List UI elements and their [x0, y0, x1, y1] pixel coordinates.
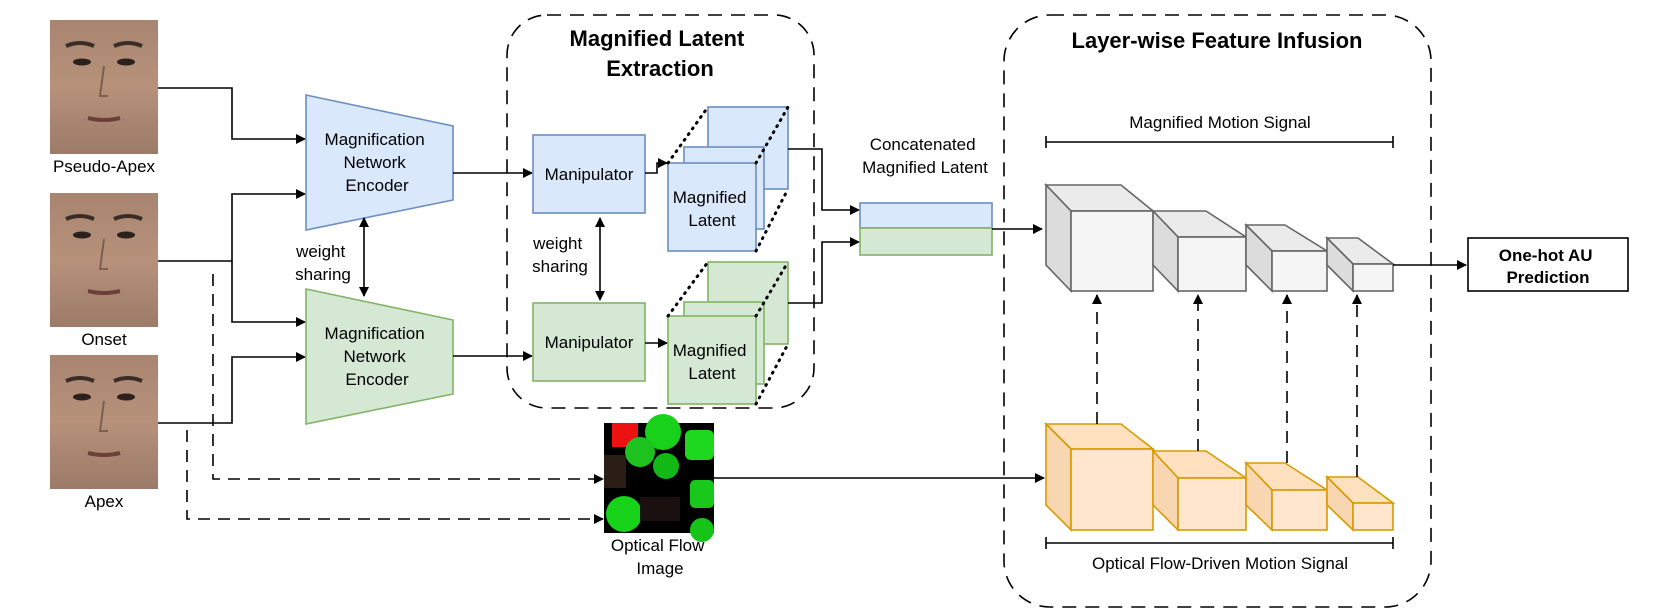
manipulator-green-label: Manipulator: [545, 333, 634, 352]
arrow-latent-green-to-concat: [788, 237, 860, 304]
manipulator-green: [532, 302, 646, 382]
gray-cube-1: [1044, 183, 1156, 293]
arrow-latent-blue-to-concat: [788, 148, 860, 215]
label-onset: Onset: [81, 330, 127, 349]
dashed-connectors-to-optical-flow: [186, 274, 604, 524]
infusion-title: Layer-wise Feature Infusion: [1072, 28, 1363, 53]
manipulator-blue-label: Manipulator: [545, 165, 634, 184]
encoder-blue: [305, 94, 454, 231]
latent-green-label: Magnified Latent: [673, 341, 751, 383]
concat-bar-blue: [859, 202, 993, 229]
manipulator-blue: [532, 134, 646, 214]
orange-cube-1: [1044, 422, 1156, 532]
optical-flow-label: Optical Flow Image: [611, 536, 709, 578]
orange-cube-4: [1325, 475, 1396, 532]
orange-cube-2: [1151, 448, 1249, 532]
infusion-region: [1003, 14, 1432, 608]
concat-bar-green: [859, 227, 993, 256]
optical-signal-bracket: [1045, 537, 1394, 549]
gray-cube-2: [1151, 209, 1249, 293]
input-connectors: [158, 87, 306, 424]
encoder-blue-label: Magnification Network Encoder: [325, 130, 430, 195]
encoder-green: [305, 288, 454, 425]
weight-sharing-label-manipulators: weight sharing: [532, 234, 588, 276]
latent-stack-blue: [666, 105, 790, 253]
output-box: [1467, 237, 1629, 292]
magnified-signal-bracket: [1045, 136, 1394, 148]
latent-stack-green: [666, 260, 790, 406]
gray-cube-4: [1325, 236, 1396, 293]
label-pseudo-apex: Pseudo-Apex: [53, 157, 156, 176]
gray-cube-3: [1244, 223, 1330, 293]
extraction-title: Magnified Latent Extraction: [570, 26, 751, 81]
face-image-pseudo-apex: [50, 20, 158, 154]
magnified-feature-cubes: [1044, 183, 1396, 293]
face-image-onset: [50, 193, 158, 327]
output-label: One-hot AU Prediction: [1499, 246, 1598, 287]
extraction-region: [506, 14, 815, 409]
concat-label: Concatenated Magnified Latent: [862, 135, 988, 177]
arrow-manipulator-to-latent-blue: [645, 158, 668, 174]
optical-signal-label: Optical Flow-Driven Motion Signal: [1092, 554, 1348, 573]
magnified-signal-label: Magnified Motion Signal: [1129, 113, 1310, 132]
orange-cube-3: [1244, 461, 1330, 532]
infusion-dashed-arrows: [1092, 294, 1362, 477]
weight-sharing-label-encoders: weight sharing: [295, 242, 351, 284]
face-image-apex: [50, 355, 158, 489]
label-apex: Apex: [85, 492, 124, 511]
optical-flow-feature-cubes: [1044, 422, 1396, 532]
encoder-green-label: Magnification Network Encoder: [325, 324, 430, 389]
optical-flow-image: [604, 414, 714, 542]
latent-blue-label: Magnified Latent: [673, 188, 751, 230]
